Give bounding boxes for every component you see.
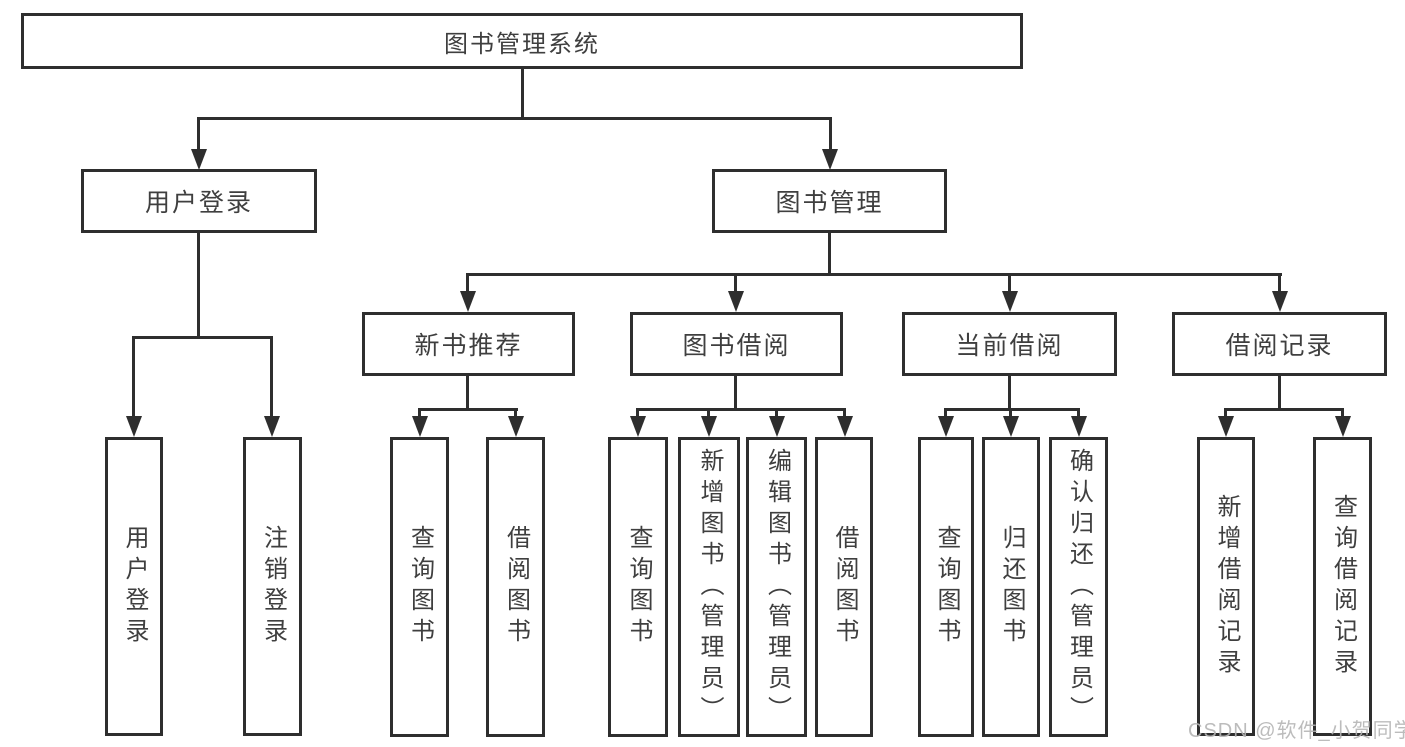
connector-line	[270, 339, 273, 417]
arrowhead-icon	[1335, 416, 1351, 437]
arrowhead-icon	[837, 416, 853, 437]
node-leaf-confirm-return-admin: 确认归还（管理员）	[1049, 437, 1108, 737]
node-book-borrowing: 图书借阅	[630, 312, 843, 376]
node-leaf-borrow-books: 借阅图书	[815, 437, 873, 737]
connector-line	[197, 120, 200, 149]
node-leaf-query-books-borrowing: 查询图书	[608, 437, 668, 737]
connector-line	[1008, 376, 1011, 408]
connector-line	[418, 408, 518, 411]
connector-line	[829, 120, 832, 149]
connector-line	[1278, 376, 1281, 408]
connector-line	[707, 411, 710, 418]
arrowhead-icon	[460, 291, 476, 312]
connector-line	[197, 233, 200, 336]
arrowhead-icon	[508, 416, 524, 437]
arrowhead-icon	[701, 416, 717, 437]
connector-line	[944, 408, 1080, 411]
arrowhead-icon	[1071, 416, 1087, 437]
connector-line	[466, 276, 469, 292]
connector-line	[1008, 276, 1011, 292]
node-leaf-return-books: 归还图书	[982, 437, 1040, 737]
connector-line	[514, 411, 517, 418]
connector-line	[734, 276, 737, 292]
node-leaf-borrow-books-recommend: 借阅图书	[486, 437, 545, 737]
arrowhead-icon	[191, 149, 207, 170]
connector-line	[636, 411, 639, 418]
connector-line	[466, 376, 469, 408]
node-leaf-query-books-current: 查询图书	[918, 437, 974, 737]
connector-line	[1077, 411, 1080, 418]
node-user-login: 用户登录	[81, 169, 317, 233]
connector-line	[636, 408, 846, 411]
arrowhead-icon	[1272, 291, 1288, 312]
connector-line	[734, 376, 737, 408]
node-book-management: 图书管理	[712, 169, 947, 233]
node-leaf-query-books-recommend: 查询图书	[390, 437, 449, 737]
arrowhead-icon	[938, 416, 954, 437]
connector-line	[1278, 276, 1281, 292]
node-leaf-edit-book-admin: 编辑图书（管理员）	[746, 437, 807, 737]
node-leaf-query-borrow-record: 查询借阅记录	[1313, 437, 1372, 736]
connector-line	[1341, 411, 1344, 418]
connector-line	[944, 411, 947, 418]
node-root: 图书管理系统	[21, 13, 1023, 69]
connector-line	[132, 339, 135, 417]
arrowhead-icon	[630, 416, 646, 437]
arrowhead-icon	[1002, 291, 1018, 312]
connector-line	[1224, 411, 1227, 418]
arrowhead-icon	[822, 149, 838, 170]
connector-line	[775, 411, 778, 418]
connector-line	[828, 233, 831, 273]
node-borrow-records: 借阅记录	[1172, 312, 1387, 376]
connector-line	[466, 273, 1282, 276]
connector-line	[521, 69, 524, 117]
arrowhead-icon	[412, 416, 428, 437]
node-new-book-recommend: 新书推荐	[362, 312, 575, 376]
arrowhead-icon	[126, 416, 142, 437]
arrowhead-icon	[1003, 416, 1019, 437]
connector-line	[132, 336, 273, 339]
arrowhead-icon	[264, 416, 280, 437]
arrowhead-icon	[728, 291, 744, 312]
csdn-watermark: CSDN @软件_小贺同学	[1188, 720, 1405, 742]
node-leaf-add-book-admin: 新增图书（管理员）	[678, 437, 740, 737]
arrowhead-icon	[1218, 416, 1234, 437]
node-leaf-logout: 注销登录	[243, 437, 302, 736]
arrowhead-icon	[769, 416, 785, 437]
node-current-borrowing: 当前借阅	[902, 312, 1117, 376]
connector-line	[418, 411, 421, 418]
connector-line	[197, 117, 832, 120]
connector-line	[843, 411, 846, 418]
node-leaf-user-login: 用户登录	[105, 437, 163, 736]
connector-line	[1224, 408, 1344, 411]
node-leaf-add-borrow-record: 新增借阅记录	[1197, 437, 1255, 736]
connector-line	[1009, 411, 1012, 418]
